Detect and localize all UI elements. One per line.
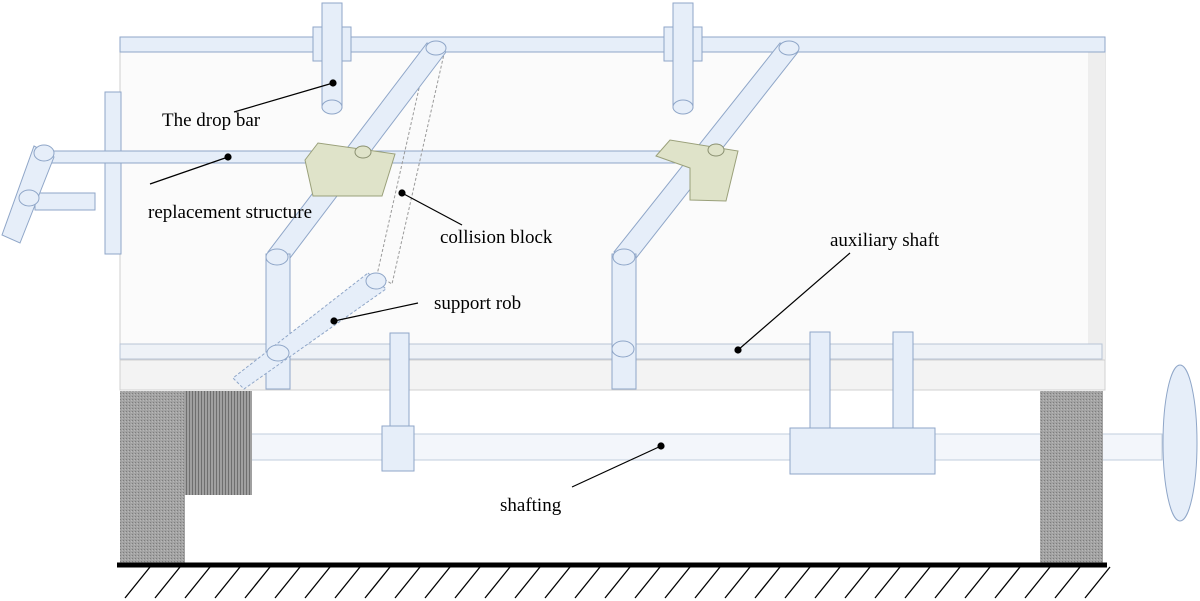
replacement-side-block [34, 192, 96, 211]
label-collision-block: collision block [440, 227, 553, 248]
ground-hatch [484, 566, 511, 599]
leader-dot [224, 153, 232, 161]
label-shafting: shafting [500, 495, 562, 516]
shafting-assembly [249, 331, 1198, 522]
ground-hatch [1024, 566, 1051, 599]
hanger-block-left [381, 425, 415, 472]
frame-right-shade [1088, 50, 1105, 390]
replacement-pivot-bottom [18, 189, 40, 207]
ground-hatch [244, 566, 271, 599]
ground-hatch [724, 566, 751, 599]
pivot-top [425, 40, 447, 56]
supports [120, 391, 1103, 563]
ground-hatch [214, 566, 241, 599]
leader-drop-bar [233, 82, 334, 113]
ground-hatch [274, 566, 301, 599]
drop-bar-rod [321, 2, 343, 109]
ground-hatch [784, 566, 811, 599]
drop-bar-right [663, 2, 703, 115]
ground-hatch [334, 566, 361, 599]
pivot-top [778, 40, 800, 56]
leader-replacement-structure [149, 156, 229, 185]
ground-hatch [904, 566, 931, 599]
ground-hatch [634, 566, 661, 599]
vertical-link [611, 253, 637, 390]
drop-bar-rod [672, 2, 694, 109]
leader-support-rob [333, 302, 419, 322]
ground-hatch [814, 566, 841, 599]
label-replacement-structure: replacement structure [148, 202, 312, 223]
left-plate [104, 91, 122, 255]
collision-block-pin [354, 145, 372, 159]
pivot-bottom [266, 344, 290, 362]
leader-dot [398, 189, 406, 197]
collision-block-left [304, 142, 396, 197]
top-rail [119, 36, 1106, 53]
ground-hatch [304, 566, 331, 599]
ground-hatch [934, 566, 961, 599]
collision-block-pin [707, 143, 725, 157]
ground-hatch [604, 566, 631, 599]
ground-hatch [424, 566, 451, 599]
drop-bar-end [672, 99, 694, 115]
leader-shafting [571, 445, 662, 488]
leader-dot [330, 317, 338, 325]
ground-hatch [754, 566, 781, 599]
ground-hatch [364, 566, 391, 599]
hanger-block-right [789, 427, 936, 475]
left-gear-block [185, 391, 252, 495]
ground-hatch [544, 566, 571, 599]
ground-hatch [874, 566, 901, 599]
label-auxiliary-shaft: auxiliary shaft [830, 230, 940, 251]
ground-hatch [394, 566, 421, 599]
hanger-rod-left [389, 332, 410, 429]
pivot-mid [265, 248, 289, 266]
ground-hatch [454, 566, 481, 599]
handwheel [1162, 364, 1198, 522]
ground-hatch [574, 566, 601, 599]
replacement-pivot-top [33, 144, 55, 162]
ground-hatch [664, 566, 691, 599]
ground-hatch [154, 566, 181, 599]
pivot-bottom [611, 340, 635, 358]
ground-hatch [514, 566, 541, 599]
ground-hatch [1054, 566, 1081, 599]
label-drop-bar: The drop bar [162, 110, 261, 131]
pivot-support [365, 272, 387, 290]
ground-hatch [694, 566, 721, 599]
linkage-left [232, 40, 447, 390]
drop-bar-left [312, 2, 352, 115]
ground-hatch [844, 566, 871, 599]
pivot-mid [612, 248, 636, 266]
auxiliary-shaft [119, 343, 1103, 360]
ground [117, 562, 1111, 599]
ground-hatch [124, 566, 151, 599]
hanger-rod-right-b [892, 331, 914, 430]
drop-bar-end [321, 99, 343, 115]
left-support [120, 391, 185, 563]
leader-auxiliary-shaft [737, 252, 851, 351]
ground-hatch [964, 566, 991, 599]
right-support [1040, 391, 1103, 563]
hanger-rod-right-a [809, 331, 831, 430]
linkage-right [611, 40, 800, 390]
label-support-rob: support rob [434, 293, 521, 314]
ground-hatch [994, 566, 1021, 599]
ground-hatch [184, 566, 211, 599]
leader-dot [329, 79, 337, 87]
leader-collision-block [401, 192, 463, 226]
leader-dot [657, 442, 665, 450]
leader-dot [734, 346, 742, 354]
leader-lines [149, 79, 851, 488]
ground-hatch [1084, 566, 1111, 599]
